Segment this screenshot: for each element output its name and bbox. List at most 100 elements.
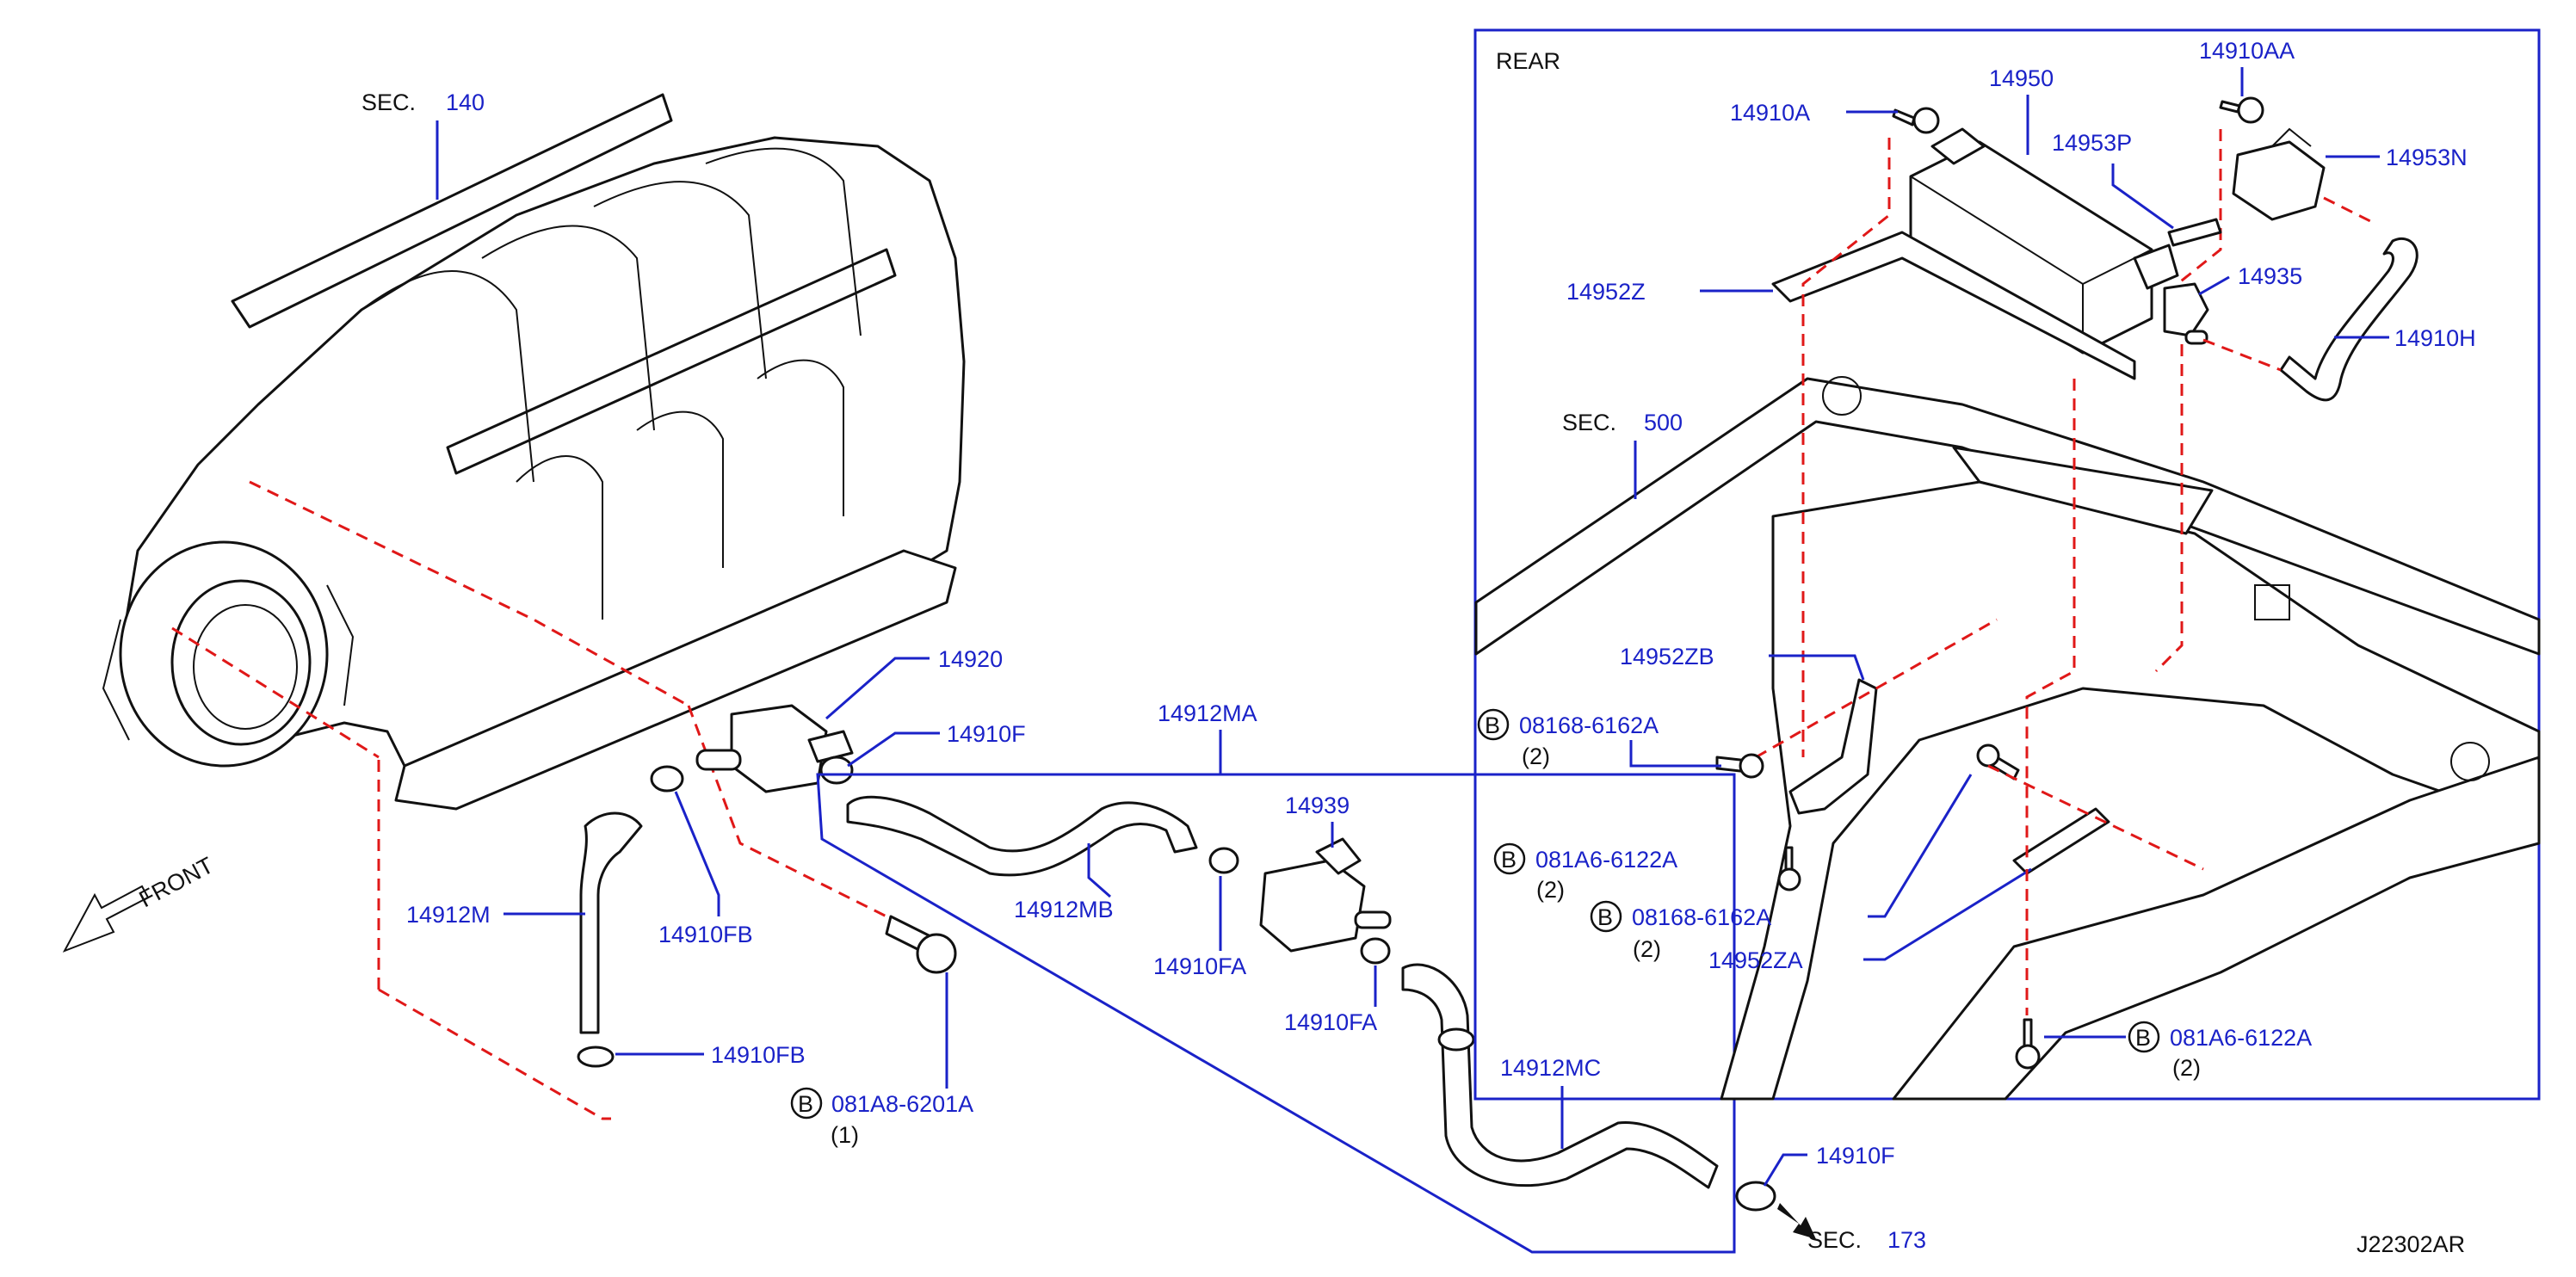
hidden-line	[249, 480, 689, 707]
bolt-081A6-6122A-lower	[2015, 1018, 2041, 1070]
sec-173-number[interactable]: 173	[1887, 1227, 1926, 1253]
bracket-14953P	[2167, 218, 2222, 247]
bracket-14952ZA	[2012, 807, 2110, 875]
bolt-14910AA	[2219, 96, 2264, 124]
part-14910FA-upper-label[interactable]: 14910FA	[1153, 953, 1246, 979]
bolt-2-number[interactable]: 08168-6162A	[1519, 713, 1659, 738]
valve-14935	[2163, 282, 2209, 345]
clamp-14910FB-lower	[577, 1046, 615, 1068]
bolt-4-qty: (2)	[1633, 936, 1661, 962]
bolt-4-leader	[1868, 774, 1973, 918]
part-14910FB-upper-label[interactable]: 14910FB	[658, 922, 753, 947]
part-14952Z-label[interactable]: 14952Z	[1566, 279, 1646, 305]
part-14920-leader	[825, 657, 930, 720]
hidden-line	[1755, 618, 1998, 759]
bolt-4-badge-circle	[1590, 900, 1622, 933]
hidden-line	[1987, 764, 2204, 871]
chassis-frame	[1474, 376, 2541, 1101]
clamp-14910FA-lower	[1360, 937, 1391, 965]
hidden-line	[378, 988, 611, 1120]
hidden-line	[171, 626, 380, 759]
bolt-5-qty: (2)	[2172, 1055, 2201, 1081]
hidden-line	[2323, 196, 2376, 225]
part-14952ZB-leader	[1769, 654, 1865, 681]
part-14910A-label[interactable]: 14910A	[1730, 100, 1810, 126]
part-14912MB-leader	[1087, 843, 1111, 898]
assembly-14912MA-frame	[816, 773, 1736, 1254]
bolt-3-badge-circle	[1493, 842, 1526, 875]
part-14953P-leader	[2111, 163, 2174, 230]
bolt-1-badge-circle	[790, 1087, 823, 1120]
clamp-hose-14912MC	[1437, 1027, 1475, 1052]
part-14910F-lower-label[interactable]: 14910F	[1816, 1143, 1895, 1169]
bolt-1-qty: (1)	[831, 1122, 859, 1148]
part-14912MC-label[interactable]: 14912MC	[1500, 1055, 1601, 1081]
bolt-5-badge: B	[2135, 1025, 2151, 1051]
part-14952ZA-label[interactable]: 14952ZA	[1708, 947, 1803, 973]
bolt-2-badge-circle	[1477, 708, 1510, 741]
bolt-3-badge: B	[1501, 847, 1517, 873]
bolt-2-badge: B	[1485, 713, 1500, 738]
hose-14910H	[2279, 237, 2418, 402]
sec-140-prefix: SEC.	[361, 89, 416, 115]
bolt-1-badge: B	[798, 1091, 813, 1117]
clamp-14910FA-upper	[1208, 847, 1239, 874]
hose-14912M	[579, 811, 643, 1034]
part-14910F-upper-label[interactable]: 14910F	[947, 721, 1026, 747]
part-14935-label[interactable]: 14935	[2238, 263, 2302, 289]
front-arrow: FRONT	[62, 852, 218, 953]
part-14912MA-label[interactable]: 14912MA	[1158, 700, 1257, 726]
part-14910F-upper-leader	[847, 731, 940, 768]
part-14935-leader	[2198, 275, 2230, 296]
bolt-5-number[interactable]: 081A6-6122A	[2170, 1025, 2312, 1051]
part-14910FB-upper-leader	[674, 791, 720, 916]
bolt-08168-6162A-lower	[1976, 743, 2020, 780]
part-14910H-label[interactable]: 14910H	[2394, 325, 2476, 351]
bolt-1-number[interactable]: 081A8-6201A	[831, 1091, 973, 1117]
hidden-line	[2154, 344, 2184, 673]
hidden-line	[2025, 379, 2076, 861]
clamp-14910FB-upper	[650, 765, 684, 793]
part-14950-label[interactable]: 14950	[1989, 65, 2054, 91]
diagram-code: J22302AR	[2357, 1231, 2465, 1257]
bolt-5-badge-circle	[2128, 1021, 2160, 1053]
bolt-4-badge: B	[1597, 904, 1613, 930]
part-14912M-label[interactable]: 14912M	[406, 902, 491, 928]
bolt-3-qty: (2)	[1536, 877, 1565, 903]
part-14953N-label[interactable]: 14953N	[2386, 145, 2468, 170]
rear-label: REAR	[1496, 48, 1560, 74]
clamp-14910F-upper	[819, 756, 854, 785]
part-14920-label[interactable]: 14920	[938, 646, 1003, 672]
part-14910FA-lower-label[interactable]: 14910FA	[1284, 1009, 1377, 1035]
sec-500-prefix: SEC.	[1562, 410, 1616, 435]
part-14939-label[interactable]: 14939	[1285, 793, 1350, 818]
part-14912MB-label[interactable]: 14912MB	[1014, 897, 1114, 922]
sec-500-number[interactable]: 500	[1644, 410, 1683, 435]
bolt-081A6-6122A-upper	[1777, 846, 1801, 891]
clamp-14910F-lower	[1735, 1181, 1776, 1212]
sec-173-prefix: SEC.	[1807, 1227, 1862, 1253]
hose-14912MB	[846, 795, 1198, 877]
part-14910F-lower-leader	[1763, 1153, 1807, 1187]
bolt-14910A	[1892, 107, 1940, 134]
bolt-2-leader	[1629, 740, 1721, 768]
part-14952ZB-label[interactable]: 14952ZB	[1620, 644, 1714, 669]
sec-140-number[interactable]: 140	[446, 89, 485, 115]
valve-14953N	[2232, 127, 2326, 221]
bolt-3-number[interactable]: 081A6-6122A	[1535, 847, 1677, 873]
hidden-line	[2177, 129, 2222, 286]
bolt-2-qty: (2)	[1522, 743, 1550, 769]
part-14953P-label[interactable]: 14953P	[2052, 130, 2132, 156]
bolt-081A8-6201A	[885, 915, 957, 974]
part-14910AA-label[interactable]: 14910AA	[2199, 38, 2295, 64]
bolt-4-number[interactable]: 08168-6162A	[1632, 904, 1771, 930]
intake-manifold	[102, 93, 966, 811]
bracket-14952Z	[1771, 231, 2136, 380]
hidden-line	[2202, 338, 2282, 372]
bolt-08168-6162A-upper	[1715, 753, 1764, 779]
hidden-line	[1801, 138, 1891, 757]
part-14910FB-lower-label[interactable]: 14910FB	[711, 1042, 806, 1068]
sec-173-arrow	[1777, 1203, 1816, 1239]
front-label: FRONT	[135, 852, 218, 912]
